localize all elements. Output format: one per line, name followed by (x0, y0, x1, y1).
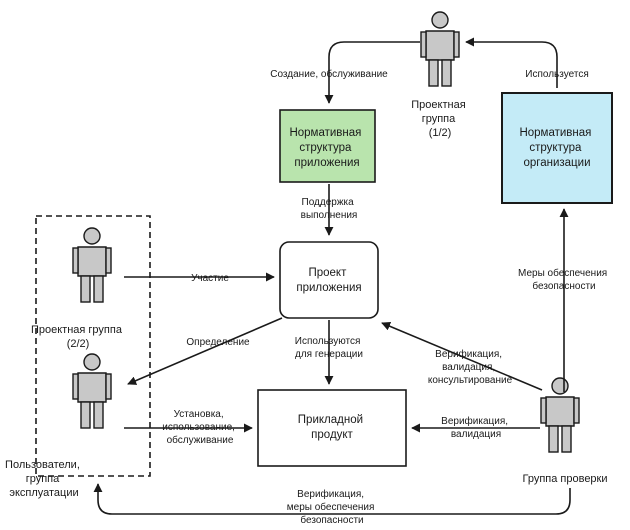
edge-label-verif-valid-consult: Верификация, валидация, консультирование (428, 348, 513, 386)
person-head (431, 11, 449, 29)
person-arm-left (540, 397, 547, 424)
node-app-norm-line: Нормативная (289, 127, 361, 139)
edge-verif-valid-consult (381, 321, 543, 391)
person-arm-right (105, 373, 112, 400)
person-verification-group-label: Группа проверки (522, 473, 607, 485)
person-leg-right (441, 59, 452, 87)
person-users-label: Пользователи, группа эксплуатации (5, 459, 83, 499)
edge-label-verif-valid: Верификация, валидация (441, 415, 511, 440)
node-app-norm-line: структура (299, 142, 352, 154)
person-project-team-1-icon (420, 11, 460, 87)
node-org-norm-line: организации (523, 157, 590, 169)
node-app-norm-structure-box (279, 109, 376, 183)
node-app-project-box (279, 241, 379, 319)
person-arm-left (72, 247, 79, 274)
person-leg-left (80, 275, 91, 303)
person-leg-right (93, 275, 104, 303)
person-project-team-1-label: Проектная группа (1/2) (411, 99, 468, 139)
person-torso (77, 372, 107, 403)
edge-label-create-maintain: Создание, обслуживание (270, 68, 388, 80)
edge-create-maintain (324, 41, 420, 104)
edge-label-verif-security-bottom: Верификация, меры обеспечения безопаснос… (287, 488, 377, 526)
node-app-project[interactable]: Проект приложения (279, 241, 379, 319)
node-app-project-line: приложения (296, 282, 361, 294)
person-project-team-2-icon (72, 227, 112, 303)
person-torso (425, 30, 455, 61)
edge-label-install-use-maint: Установка, использование, обслуживание (162, 409, 237, 446)
node-org-norm-line: Нормативная (519, 127, 591, 139)
person-head (551, 377, 569, 395)
person-head (83, 353, 101, 371)
person-leg-right (93, 401, 104, 429)
team-users-group-border (35, 215, 151, 477)
node-org-norm-structure-box (501, 92, 613, 204)
person-leg-left (548, 425, 559, 453)
person-leg-left (428, 59, 439, 87)
edge-label-exec-support: Поддержка выполнения (301, 197, 358, 221)
person-torso (545, 396, 575, 427)
person-leg-left (80, 401, 91, 429)
node-app-product-line: Прикладной (298, 414, 363, 426)
person-head (83, 227, 101, 245)
svg-text:Нормативная структура: Нормативная структура организации (519, 127, 594, 169)
edge-label-security-measures: Меры обеспечения безопасности (518, 267, 610, 292)
edge-label-used: Используется (525, 69, 588, 80)
person-arm-right (105, 247, 112, 274)
node-app-norm-line: приложения (294, 157, 359, 169)
node-org-norm-structure[interactable]: Нормативная структура организации (501, 92, 613, 204)
edge-label-definition: Определение (186, 337, 250, 348)
edge-verif-security-bottom (93, 483, 571, 515)
svg-text:Проект приложения: Проект приложения (296, 267, 361, 294)
person-project-team-2-label: Проектная группа (2/2) (31, 324, 125, 350)
person-arm-right (573, 397, 580, 424)
node-app-product-line: продукт (311, 429, 353, 441)
person-arm-right (453, 31, 460, 58)
svg-text:Нормативная структура: Нормативная структура приложения (289, 127, 364, 169)
person-torso (77, 246, 107, 277)
edge-definition (127, 317, 283, 385)
svg-text:Прикладной продукт: Прикладной продукт (298, 414, 366, 441)
node-app-project-line: Проект (308, 267, 347, 279)
edge-used (465, 37, 558, 88)
edge-label-used-for-generation: Используются для генерации (295, 336, 363, 360)
person-leg-right (561, 425, 572, 453)
person-verification-group-icon (540, 377, 580, 453)
node-app-norm-structure[interactable]: Нормативная структура приложения (279, 109, 376, 183)
person-arm-left (420, 31, 427, 58)
edge-label-participation: Участие (191, 273, 229, 284)
node-app-product[interactable]: Прикладной продукт (257, 389, 407, 467)
person-arm-left (72, 373, 79, 400)
node-org-norm-line: структура (529, 142, 582, 154)
node-app-product-box (257, 389, 407, 467)
person-users-icon (72, 353, 112, 429)
